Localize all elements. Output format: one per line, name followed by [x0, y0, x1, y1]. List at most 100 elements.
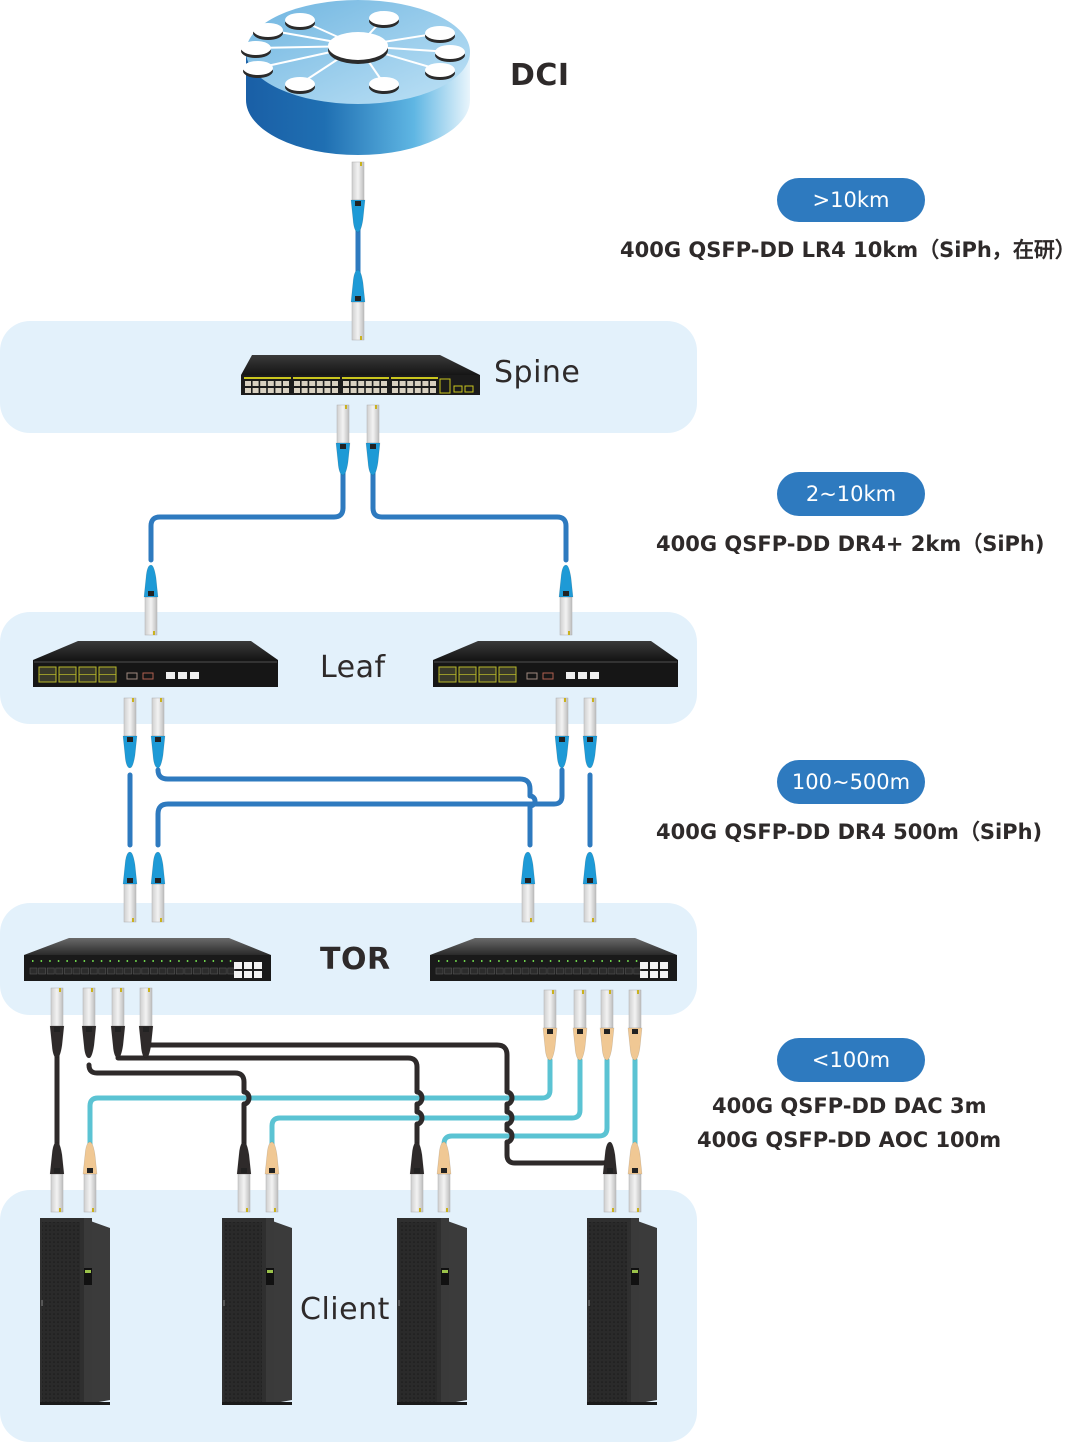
pull-tab-icon	[627, 1141, 643, 1175]
mgmt-port-icon	[590, 672, 599, 679]
distance-badge-dci-spine: >10km	[777, 178, 925, 222]
dci-node-icon	[285, 13, 315, 27]
qsfp-dd-dac-connector-icon	[409, 1141, 425, 1213]
dci-router-icon	[241, 0, 470, 155]
sfp-port-icon	[29, 967, 38, 975]
sfp-port-icon	[193, 967, 201, 975]
spine-switch-icon	[241, 355, 480, 395]
pull-tab-icon	[122, 851, 138, 885]
rj45-port-icon	[343, 388, 349, 393]
rj45-port-icon	[252, 388, 259, 393]
pull-tab-icon	[81, 1025, 97, 1059]
rj45-port-icon	[309, 388, 316, 393]
rj45-port-icon	[392, 388, 398, 393]
rj45-port-icon	[414, 388, 421, 393]
pull-tab-icon	[520, 851, 536, 885]
sfp-port-icon	[530, 967, 538, 975]
qsfp-dd-dr4-module-icon	[150, 697, 166, 769]
rj45-port-icon	[399, 381, 406, 386]
dci-node-icon	[253, 23, 283, 37]
rj45-port-icon	[316, 381, 323, 386]
sfp-port-icon	[64, 967, 72, 975]
sfp-port-icon	[132, 967, 141, 975]
pull-tab-icon	[143, 564, 159, 598]
mgmt-port-icon	[566, 672, 575, 679]
qsfp-dd-dr4-module-icon	[582, 851, 598, 923]
sfp-port-icon	[150, 967, 158, 975]
rj45-port-icon	[283, 381, 289, 386]
sfp-port-icon	[107, 967, 115, 975]
pull-tab-icon	[572, 1027, 588, 1061]
qsfp-dd-aoc-module-icon	[627, 989, 643, 1061]
rj45-port-icon	[365, 381, 372, 386]
rj45-port-icon	[358, 381, 365, 386]
layer-label-spine: Spine	[494, 355, 581, 390]
mgmt-port-icon	[166, 672, 175, 679]
sfp-port-icon	[435, 967, 444, 975]
pull-tab-icon	[122, 735, 138, 769]
aoc-cable	[441, 1057, 610, 1153]
rack-control-panel-icon	[84, 1268, 92, 1285]
pull-tab-icon	[582, 735, 598, 769]
pull-tab-icon	[350, 199, 366, 233]
sfp-port-icon	[461, 967, 470, 975]
rj45-port-icon	[309, 381, 316, 386]
sfp-port-icon	[624, 967, 633, 975]
rj45-port-icon	[422, 388, 429, 393]
sfp-port-icon	[81, 967, 89, 975]
qsfp-dd-aoc-module-icon	[436, 1141, 452, 1213]
sfp-port-icon	[38, 967, 46, 975]
dci-node-icon	[435, 45, 465, 59]
rj45-port-icon	[301, 388, 308, 393]
qsfp-dd-aoc-module-icon	[264, 1141, 280, 1213]
rack-control-panel-icon	[631, 1268, 639, 1285]
sfp-port-icon	[46, 967, 55, 975]
pull-tab-icon	[582, 851, 598, 885]
sfp-port-icon	[184, 967, 193, 975]
rj45-port-icon	[245, 388, 251, 393]
sfp-port-icon	[158, 967, 167, 975]
rj45-port-icon	[244, 971, 252, 978]
rj45-port-icon	[430, 388, 436, 393]
qsfp-dd-dr4plus-module-icon	[335, 404, 351, 476]
module-spec-aoc: 400G QSFP-DD AOC 100m	[697, 1128, 1002, 1152]
pull-tab-icon	[599, 1027, 615, 1061]
dci-node-icon	[243, 61, 273, 75]
qsfp-dd-dac-connector-icon	[49, 987, 65, 1059]
rj45-port-icon	[332, 381, 338, 386]
client-server-rack-icon	[222, 1218, 292, 1405]
mgmt-port-icon	[178, 672, 187, 679]
rj45-port-icon	[399, 388, 406, 393]
module-spec-leaf-tor: 400G QSFP-DD DR4 500m（SiPh)	[656, 820, 1043, 844]
rj45-port-icon	[324, 381, 331, 386]
qsfp-dd-dr4-module-icon	[520, 851, 536, 923]
qsfp-dd-dac-connector-icon	[49, 1141, 65, 1213]
sfp-port-icon	[495, 967, 504, 975]
sfp-port-icon	[444, 967, 452, 975]
qsfp-dd-dr4plus-module-icon	[558, 564, 574, 636]
rj45-port-icon	[350, 388, 357, 393]
rj45-port-icon	[324, 388, 331, 393]
layer-label-client: Client	[300, 1292, 390, 1327]
rj45-port-icon	[640, 971, 648, 978]
pull-tab-icon	[49, 1025, 65, 1059]
pull-tab-icon	[150, 851, 166, 885]
qsfp-dd-lr4-module-icon	[350, 269, 366, 341]
rj45-port-icon	[640, 962, 648, 969]
sfp-port-icon	[175, 967, 184, 975]
client-server-rack-icon	[397, 1218, 467, 1405]
aoc-cable	[269, 1057, 583, 1153]
rj45-port-icon	[283, 388, 289, 393]
qsfp-dd-dr4-module-icon	[582, 697, 598, 769]
pull-tab-icon	[554, 735, 570, 769]
qsfp-dd-lr4-module-icon	[350, 161, 366, 233]
fiber-cable-spine-leaf-left	[148, 467, 346, 563]
rj45-port-icon	[392, 381, 398, 386]
sfp-port-icon	[504, 967, 513, 975]
rj45-port-icon	[316, 388, 323, 393]
fiber-cable-leaf-tor-cross	[155, 767, 565, 848]
sfp-port-icon	[513, 967, 521, 975]
sfp-port-icon	[124, 967, 132, 975]
pull-tab-icon	[264, 1141, 280, 1175]
module-spec-spine-leaf: 400G QSFP-DD DR4+ 2km（SiPh)	[656, 532, 1045, 556]
